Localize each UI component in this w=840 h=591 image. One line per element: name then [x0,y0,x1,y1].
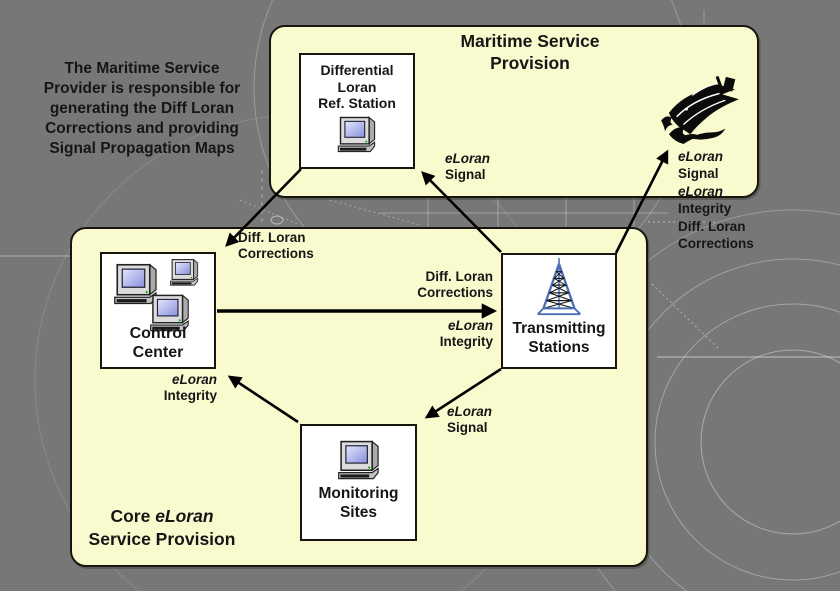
core-title-eloran: eLoran [155,506,214,526]
label-eloran-signal-bottom: eLoran Signal [447,404,492,436]
label-eloran-integrity-left: eLoran Integrity [118,372,217,404]
arrow-monitor-to-controlcenter [227,375,299,424]
arrow-transmit-to-ship [614,149,669,254]
core-title-pre: Core [110,506,156,526]
label-ship-signal-stack: eLoran Signal eLoran Integrity Diff. Lor… [678,148,754,252]
core-panel-title: Core eLoran Service Provision [62,505,262,551]
label-line: Integrity [678,201,732,217]
node-differential-loran-ref-station: Differential Loran Ref. Station [299,53,415,169]
core-title-line2: Service Provision [88,529,236,549]
label-line: Diff. Loran [425,269,494,284]
label-diff-loran-corrections-top: Diff. Loran Corrections [238,230,314,262]
ship-icon [661,75,739,144]
computer-icon [335,438,383,481]
arrow-transmit-to-monitor [424,367,502,419]
label-line: Diff. Loran [238,230,306,245]
label-line: Diff. Loran [678,218,746,234]
node-label: Monitoring Sites [318,485,399,521]
node-label: Differential Loran Ref. Station [318,62,396,111]
label-line: Signal [678,166,719,182]
core-title-line1: Core eLoran [62,505,262,528]
node-label: Control Center [129,325,187,361]
label-line: eLoran [678,183,724,199]
label-line: eLoran [171,372,217,387]
label-line: Corrections [238,245,314,261]
label-line: Integrity [163,387,217,403]
control-center-computers [102,254,214,328]
label-line: eLoran [445,151,491,166]
label-line: Signal [447,419,488,435]
node-transmitting-stations: Transmitting Stations [501,253,617,369]
maritime-provider-note: The Maritime Service Provider is respons… [43,60,241,157]
label-line: eLoran [678,149,724,164]
label-eloran-signal-top: eLoran Signal [445,151,490,183]
label-line: Signal [445,166,486,182]
label-eloran-integrity-mid: eLoran Integrity [373,318,493,350]
computer-icon [168,257,201,287]
label-line: Integrity [439,333,493,349]
label-line: eLoran [447,404,493,419]
label-diff-loran-corrections-mid: Diff. Loran Corrections [373,269,493,301]
maritime-panel-title: Maritime Service Provision [460,31,600,73]
arrow-refstation-to-controlcenter [225,168,302,247]
node-monitoring-sites: Monitoring Sites [300,424,417,541]
arrow-transmit-to-refstation [421,171,502,253]
computer-icon [335,114,379,154]
node-label: Transmitting Stations [512,320,606,356]
label-line: Corrections [417,284,493,300]
label-line: Corrections [678,236,754,252]
radio-tower-icon [537,258,581,316]
node-control-center: Control Center [100,252,216,369]
label-line: eLoran [447,318,493,333]
